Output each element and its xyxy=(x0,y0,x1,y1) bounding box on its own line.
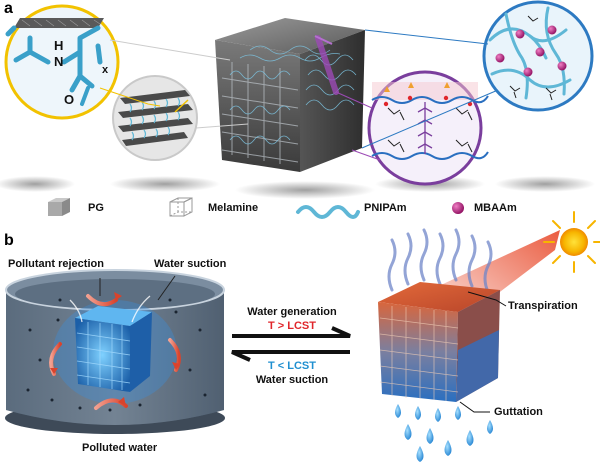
repeat-subscript: x xyxy=(102,64,109,76)
reversible-reaction-arrows xyxy=(231,326,351,362)
atom-label-h: H xyxy=(54,38,64,53)
label-guttation: Guttation xyxy=(494,406,543,418)
label-reverse-condition: T < LCST xyxy=(268,360,316,372)
legend-mbaam-icon xyxy=(452,202,464,214)
graphene-zoom-circle xyxy=(112,75,198,161)
label-water-suction-top: Water suction xyxy=(154,258,227,270)
legend-pnipam-icon xyxy=(296,205,360,219)
network-zoom-circle xyxy=(482,0,594,112)
vapor-wisps xyxy=(387,228,493,294)
legend-label-pg: PG xyxy=(88,202,104,214)
pg-melamine-cube xyxy=(215,18,365,172)
crosslink-zoom-circle xyxy=(367,70,489,186)
legend-label-pnipam: PNIPAm xyxy=(364,202,407,214)
heated-sponge-cube xyxy=(378,282,500,402)
legend-melamine-icon xyxy=(169,197,193,217)
floor-shadow xyxy=(0,176,75,192)
legend-label-mbaam: MBAAm xyxy=(474,202,517,214)
legend-pg-icon xyxy=(48,198,70,216)
panel-label-a: a xyxy=(4,0,13,17)
label-polluted-water: Polluted water xyxy=(82,442,158,454)
label-forward-condition: T > LCST xyxy=(268,320,316,332)
panel-label-b: b xyxy=(4,232,14,249)
monomer-zoom-circle xyxy=(4,4,120,120)
label-water-suction-arrow: Water suction xyxy=(255,374,329,386)
sun-icon xyxy=(543,211,600,273)
floor-shadow xyxy=(235,181,375,199)
label-water-generation: Water generation xyxy=(247,306,337,318)
label-pollutant-rejection: Pollutant rejection xyxy=(8,258,104,270)
floor-shadow xyxy=(110,176,220,192)
legend-label-melamine: Melamine xyxy=(208,202,259,214)
atom-label-n: N xyxy=(54,54,64,69)
floor-shadow xyxy=(495,176,595,192)
label-transpiration: Transpiration xyxy=(508,300,578,312)
atom-label-o: O xyxy=(64,92,75,107)
polluted-water-beaker xyxy=(5,269,225,434)
guttation-droplets xyxy=(395,404,493,462)
